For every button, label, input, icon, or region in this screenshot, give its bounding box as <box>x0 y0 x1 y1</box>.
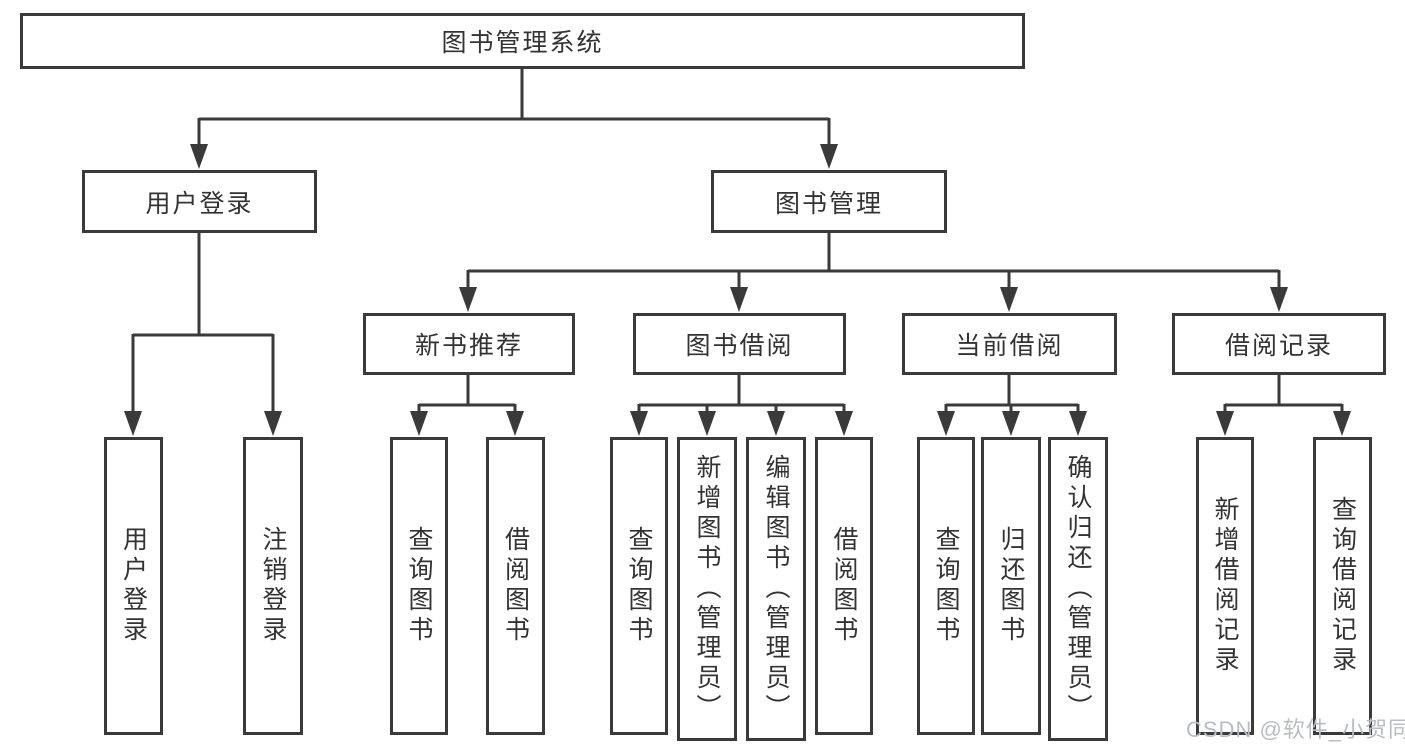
node-book-borrowing: 图书借阅 <box>633 313 846 375</box>
node-label: 编辑图书（管理员） <box>762 454 790 724</box>
leaf-query-borrow-record: 查询借阅记录 <box>1313 437 1372 735</box>
leaf-query-books-newbook: 查询图书 <box>390 437 448 735</box>
node-label: 归还图书 <box>997 526 1025 646</box>
arrowhead <box>835 411 853 436</box>
node-library-management-system: 图书管理系统 <box>20 13 1025 69</box>
connector-current-to-leaves <box>944 375 1080 416</box>
connector-records-to-leaves <box>1223 375 1344 416</box>
node-label: 新增图书（管理员） <box>693 454 721 724</box>
leaf-confirm-return-admin: 确认归还（管理员） <box>1048 437 1108 741</box>
arrowhead <box>1069 411 1087 436</box>
node-label: 借阅记录 <box>1224 332 1333 360</box>
node-label: 查询借阅记录 <box>1328 496 1357 676</box>
node-current-borrowing: 当前借阅 <box>902 313 1117 375</box>
leaf-logout: 注销登录 <box>243 437 303 735</box>
arrowhead <box>767 411 785 436</box>
arrowhead <box>1002 411 1020 436</box>
connector-book-mgmt-to-level3 <box>466 233 1281 292</box>
node-label: 新增借阅记录 <box>1211 496 1239 676</box>
arrowhead <box>630 411 648 436</box>
node-label: 查询图书 <box>405 526 433 646</box>
leaf-return-books: 归还图书 <box>981 437 1041 735</box>
node-label: 当前借阅 <box>955 332 1064 360</box>
arrowheads <box>124 144 1351 436</box>
arrowhead <box>124 411 142 436</box>
arrowhead <box>820 144 838 169</box>
leaf-borrow-books-newbook: 借阅图书 <box>486 437 545 735</box>
arrowhead <box>1270 287 1288 312</box>
node-new-book-recommend: 新书推荐 <box>363 313 575 375</box>
connector-newbook-to-leaves <box>417 375 517 416</box>
arrowhead <box>264 411 282 436</box>
node-label: 图书管理系统 <box>441 29 604 57</box>
arrowhead <box>937 411 955 436</box>
leaf-user-login: 用户登录 <box>104 437 163 735</box>
leaf-edit-book-admin: 编辑图书（管理员） <box>746 437 806 741</box>
node-label: 图书借阅 <box>685 332 794 360</box>
arrowhead <box>506 411 524 436</box>
arrowhead <box>730 287 748 312</box>
arrowhead <box>1216 411 1234 436</box>
arrowhead <box>698 411 716 436</box>
leaf-query-books-current: 查询图书 <box>917 437 975 735</box>
node-label: 查询图书 <box>625 526 653 646</box>
node-label: 用户登录 <box>119 526 148 646</box>
arrowhead <box>1333 411 1351 436</box>
arrowhead <box>459 287 477 312</box>
arrowhead <box>1000 287 1018 312</box>
node-book-management: 图书管理 <box>711 170 947 233</box>
node-label: 新书推荐 <box>414 332 523 360</box>
node-label: 图书管理 <box>774 189 883 218</box>
node-user-login: 用户登录 <box>82 170 317 233</box>
node-label: 查询图书 <box>932 526 960 646</box>
arrowhead <box>410 411 428 436</box>
connector-root-to-level2 <box>197 69 831 148</box>
leaf-query-books-borrowing: 查询图书 <box>610 437 668 735</box>
csdn-watermark: CSDN @软件_小贺同学 <box>1186 717 1405 742</box>
leaf-add-book-admin: 新增图书（管理员） <box>677 437 737 741</box>
node-label: 借阅图书 <box>501 526 530 646</box>
node-label: 确认归还（管理员） <box>1064 454 1092 724</box>
leaf-add-borrow-record: 新增借阅记录 <box>1196 437 1254 735</box>
connector-borrow-to-leaves <box>637 375 846 416</box>
arrowhead <box>190 144 208 169</box>
node-label: 注销登录 <box>259 526 287 646</box>
connector-user-login-to-leaves <box>131 233 275 416</box>
node-label: 借阅图书 <box>830 526 858 646</box>
node-borrowing-records: 借阅记录 <box>1172 313 1386 375</box>
leaf-borrow-books-borrowing: 借阅图书 <box>815 437 873 735</box>
node-label: 用户登录 <box>145 189 254 218</box>
